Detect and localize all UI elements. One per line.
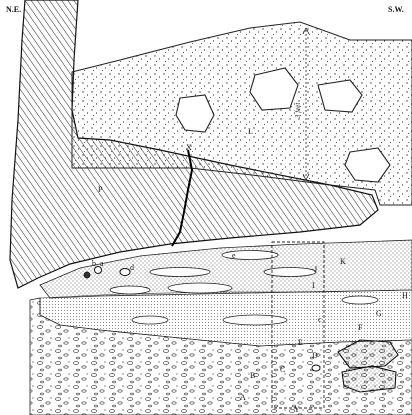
orientation-sw: S.W. — [388, 5, 404, 14]
lens-8 — [342, 296, 378, 304]
label-b: B — [250, 371, 255, 380]
boulder-2 — [342, 366, 396, 392]
label-b-small: b — [92, 259, 96, 268]
label-g: G — [376, 309, 382, 318]
label-c: C — [280, 365, 285, 374]
lens-4 — [168, 283, 232, 293]
label-h: H — [402, 291, 408, 300]
label-j: J — [314, 265, 317, 274]
object-c — [120, 269, 130, 276]
label-p: P — [98, 185, 103, 194]
label-i: I — [312, 281, 315, 290]
object-d — [312, 365, 320, 371]
label-l: L — [248, 127, 253, 136]
lens-5 — [110, 286, 150, 294]
label-d: D — [312, 351, 318, 360]
label-c-small: c — [318, 315, 322, 324]
label-k: K — [340, 257, 346, 266]
orientation-ne: N.E. — [6, 5, 21, 14]
label-a: A — [240, 393, 246, 402]
label-x: X — [186, 143, 192, 152]
label-e: E — [298, 338, 303, 347]
measure-label: 3 feet — [294, 102, 302, 119]
lens-1 — [222, 251, 278, 260]
label-d-small: d — [130, 263, 134, 272]
label-y: Y — [294, 405, 300, 414]
object-b — [84, 272, 90, 278]
lens-6 — [223, 315, 287, 325]
label-e-small: e — [232, 251, 236, 260]
label-a-small: a — [100, 259, 104, 268]
lens-7 — [132, 316, 168, 324]
lens-2 — [150, 268, 210, 277]
label-f: F — [358, 323, 363, 332]
